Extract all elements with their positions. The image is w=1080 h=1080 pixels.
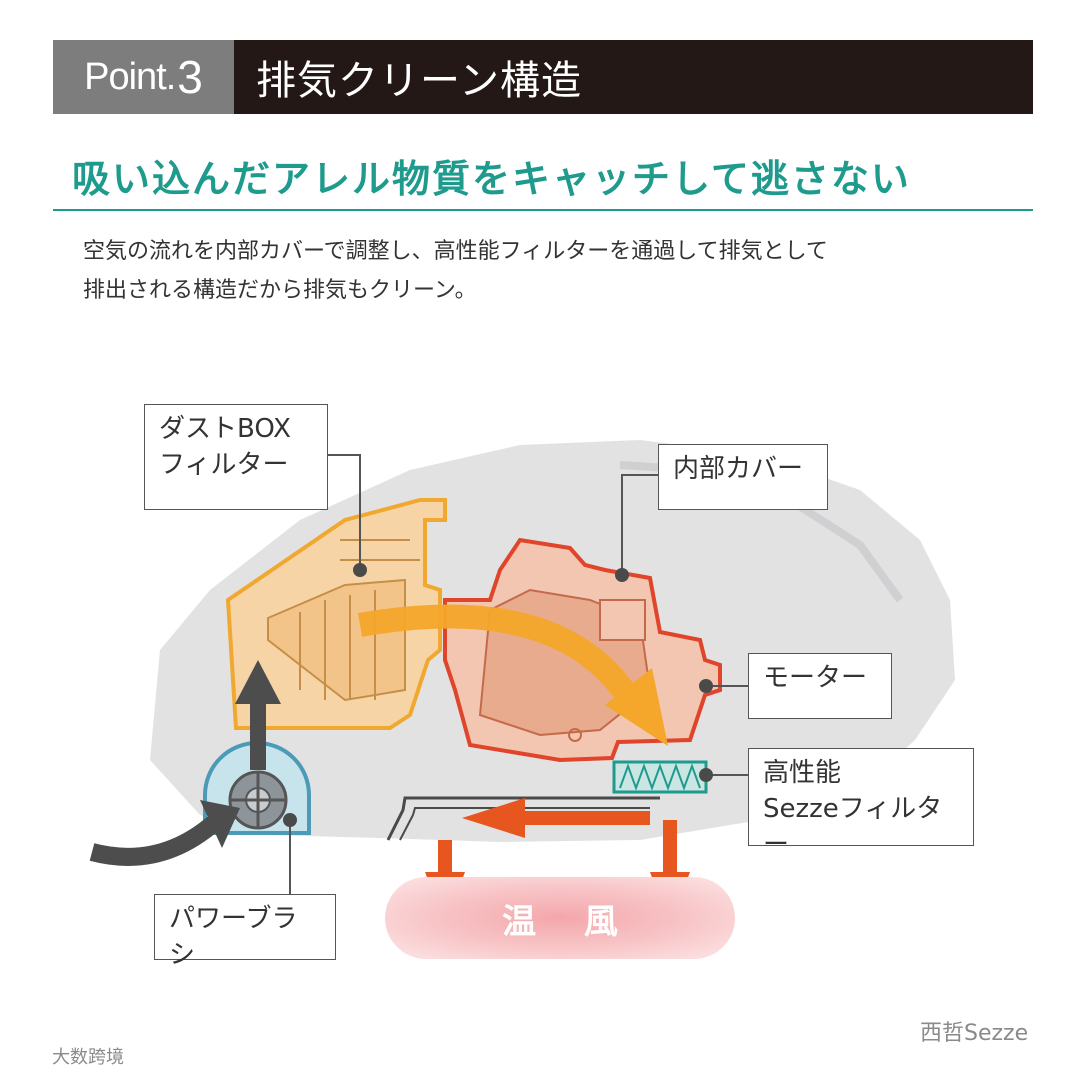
point-badge: Point. 3 <box>53 40 234 114</box>
label-inner-cover: 内部カバー <box>658 444 828 510</box>
watermark-right: 西哲Sezze <box>920 1021 1029 1046</box>
dust-box-filter <box>225 498 447 730</box>
airflow-curve-arrow <box>357 604 668 746</box>
warm-air-label: 温 風 <box>502 901 636 942</box>
label-inner-cover-text: 内部カバー <box>673 454 804 484</box>
label-motor: モーター <box>748 653 892 719</box>
exhaust-duct <box>386 796 660 841</box>
page-title: 排気クリーン構造 <box>234 40 1033 114</box>
point-number: 3 <box>177 51 203 103</box>
description: 空気の流れを内部カバーで調整し、高性能フィルターを通過して排気として 排出される… <box>83 232 983 310</box>
label-filter-line-1: 高性能 <box>763 758 842 788</box>
vacuum-diagram <box>89 440 955 925</box>
subtitle: 吸い込んだアレル物質をキャッチして逃さない <box>72 157 911 201</box>
label-power-brush: パワーブラシ <box>154 894 336 970</box>
sezze-filter <box>612 760 708 794</box>
description-line-1: 空気の流れを内部カバーで調整し、高性能フィルターを通過して排気として <box>83 239 828 264</box>
label-filter-line-2: Sezzeフィルター <box>763 794 943 860</box>
point-word: Point. <box>84 55 176 98</box>
intake-arrow <box>89 800 240 866</box>
label-sezze-filter: 高性能 Sezzeフィルター <box>748 748 974 860</box>
label-dustbox-line-1: ダストBOX <box>159 414 291 444</box>
description-line-2: 排出される構造だから排気もクリーン。 <box>83 278 477 303</box>
label-dustbox-filter: ダストBOX フィルター <box>144 404 328 510</box>
divider <box>53 209 1033 211</box>
brush-up-arrow <box>235 660 281 770</box>
label-dustbox-line-2: フィルター <box>159 450 289 480</box>
label-power-brush-text: パワーブラシ <box>169 904 298 970</box>
watermark-left: 大数跨境 <box>52 1047 124 1068</box>
warm-air-badge: 温 風 <box>385 877 735 959</box>
leader-dots <box>283 563 713 827</box>
label-motor-text: モーター <box>763 663 868 693</box>
header-bar: Point. 3 排気クリーン構造 <box>53 40 1033 114</box>
